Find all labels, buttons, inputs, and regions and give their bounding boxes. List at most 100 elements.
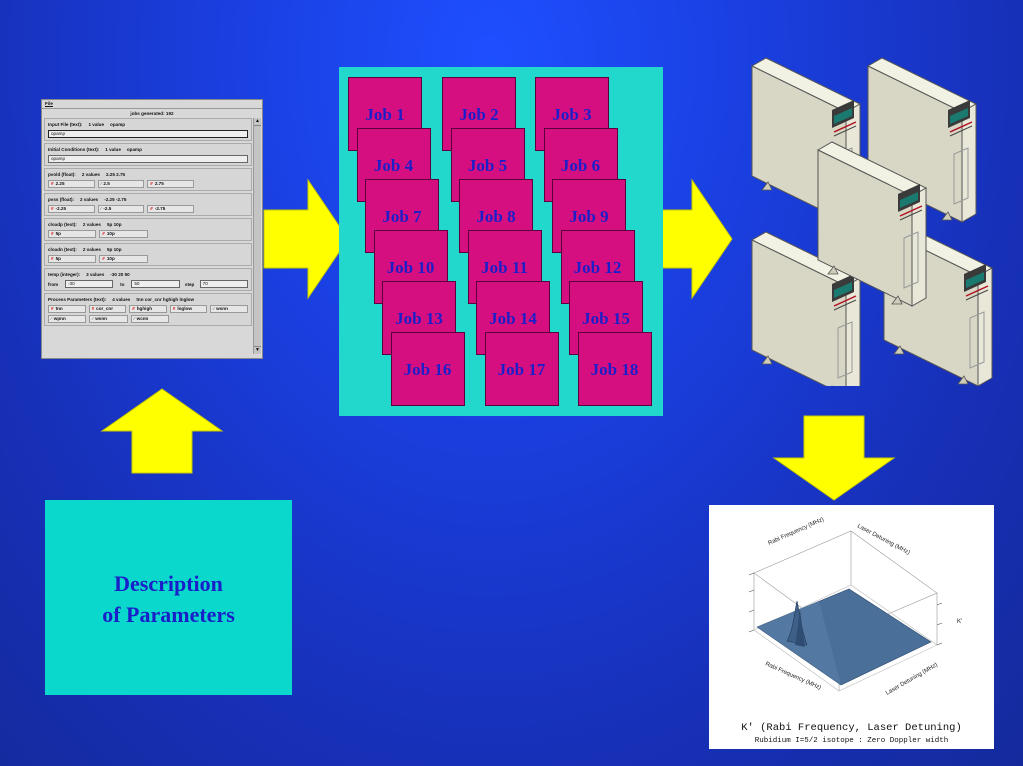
chip-label: wpnn [53, 316, 66, 321]
value-toggle[interactable]: ⁄wcnn [130, 315, 170, 323]
arrow-right-icon [263, 178, 349, 300]
section-process-parameters: Process Parameters (text): 4 values tnn co… [44, 293, 252, 326]
value-toggle[interactable]: #cor_cnr [88, 305, 127, 313]
chip-label: wsnn [216, 306, 228, 311]
section-label: pvold (float): [48, 172, 76, 177]
value-toggle[interactable]: #5p [48, 255, 97, 263]
job-card: Job 16 [390, 332, 465, 406]
section-count: 4 values [112, 297, 131, 302]
chip-label: 5p [55, 231, 61, 236]
chip-label: -2.25 [55, 206, 67, 211]
section-value: 5p 10p [106, 222, 122, 227]
step-label: step [184, 281, 195, 287]
value-toggle[interactable]: #10p [99, 230, 148, 238]
compute-servers [751, 57, 993, 386]
value-toggle[interactable]: #2.25 [48, 180, 95, 188]
section-label: pvss (float): [48, 197, 75, 202]
value-toggle[interactable]: #-2.75 [147, 205, 194, 213]
checked-marker-icon: # [102, 231, 105, 236]
input-file-field[interactable]: opamp [48, 130, 248, 138]
section-pvold: pvold (float): 2 values 2.25 2.75 #2.25 ⁄2… [44, 168, 252, 191]
plot-title: K' (Rabi Frequency, Laser Detuning) [741, 722, 962, 734]
scroll-down-icon[interactable]: ▼ [254, 346, 261, 353]
section-value: opamp [126, 147, 142, 152]
axis-laser-label: Laser Detuning (MHz) [856, 523, 911, 556]
description-line2: of Parameters [102, 601, 235, 627]
jobs-generated-label: jobs generated: 192 [130, 111, 174, 116]
arrow-up-icon [100, 388, 224, 474]
section-label: Initial Conditions (text): [48, 147, 100, 152]
chip-label: lnglow [177, 306, 192, 311]
initial-conditions-field[interactable]: opamp [48, 155, 248, 163]
menu-file[interactable]: File [42, 100, 262, 109]
unchecked-marker-icon: ⁄ [213, 306, 215, 311]
section-label: cloadn (text): [48, 247, 77, 252]
value-toggle[interactable]: ⁄wsnn [89, 315, 128, 323]
section-value: tnn cor_cnr hghigh lnglow [136, 297, 195, 302]
checked-marker-icon: # [150, 181, 153, 186]
chip-label: hghigh [136, 306, 153, 311]
section-label: cloadp (text): [48, 222, 77, 227]
chip-label: 10p [106, 256, 115, 261]
value-toggle[interactable]: ⁄2.5 [97, 180, 145, 188]
section-count: 3 values [86, 272, 105, 277]
section-label: temp (integer): [48, 272, 81, 277]
value-toggle[interactable]: #hghigh [129, 305, 167, 313]
chip-label: 2.5 [103, 181, 110, 186]
chip-label: tnn [55, 306, 63, 311]
scroll-up-icon[interactable]: ▲ [254, 118, 261, 126]
checked-marker-icon: # [102, 256, 105, 261]
unchecked-marker-icon: ⁄ [133, 316, 135, 321]
value-toggle[interactable]: #5p [48, 230, 97, 238]
result-plot: Rabi Frequency (MHz) Laser Detuning (MHz… [709, 505, 994, 749]
value-toggle[interactable]: #2.75 [147, 180, 194, 188]
chip-label: -2.75 [154, 206, 166, 211]
axis-k-label: K' [957, 619, 962, 625]
value-toggle[interactable]: #-2.25 [48, 205, 95, 213]
temp-from-input[interactable]: -30 [65, 280, 114, 288]
checked-marker-icon: # [150, 206, 153, 211]
temp-to-input[interactable]: 50 [131, 280, 180, 288]
gui-scrollbar[interactable]: ▲ ▼ [253, 118, 261, 354]
surface-plot: Rabi Frequency (MHz) Laser Detuning (MHz… [748, 517, 962, 697]
value-toggle[interactable]: ⁄-2.5 [97, 205, 145, 213]
section-count: 2 values [82, 222, 101, 227]
temp-step-input[interactable]: 70 [199, 280, 248, 288]
axis-rabi-label: Rabi Frequency (MHz) [767, 517, 825, 547]
unchecked-marker-icon: ⁄ [100, 181, 102, 186]
section-cloadp: cloadp (text): 2 values 5p 10p #5p #10p [44, 218, 252, 241]
unchecked-marker-icon: ⁄ [92, 316, 94, 321]
description-box: Description of Parameters [45, 500, 292, 695]
chip-label: 2.75 [154, 181, 164, 186]
checked-marker-icon: # [172, 306, 176, 311]
chip-label: wsnn [95, 316, 107, 321]
value-toggle[interactable]: ⁄wsnn [210, 305, 248, 313]
section-initial-conditions: Initial Conditions (text): 1 value opamp o… [44, 143, 252, 166]
checked-marker-icon: # [51, 181, 54, 186]
plot-subtitle: Rubidium I=5/2 isotope : Zero Doppler wi… [754, 737, 949, 745]
value-toggle[interactable]: #10p [99, 255, 148, 263]
section-label: Input File (text): [48, 122, 83, 127]
checked-marker-icon: # [51, 231, 54, 236]
checked-marker-icon: # [132, 306, 135, 311]
section-count: 2 values [82, 247, 101, 252]
section-count: 1 value [105, 147, 121, 152]
chip-label: wcnn [136, 316, 149, 321]
section-cloadn: cloadn (text): 2 values 5p 10p #5p #10p [44, 243, 252, 266]
value-toggle[interactable]: #lnglow [169, 305, 208, 313]
job-card: Job 17 [484, 332, 559, 406]
section-value: opamp [110, 122, 126, 127]
section-count: 2 values [81, 172, 100, 177]
section-label: Process Parameters (text): [48, 297, 107, 302]
chip-label: 5p [55, 256, 61, 261]
arrow-down-icon [772, 415, 896, 501]
section-temp: temp (integer):3 values-30 20 50 from -3… [44, 268, 252, 291]
checked-marker-icon: # [51, 256, 54, 261]
value-toggle[interactable]: #tnn [48, 305, 86, 313]
chip-label: 2.25 [55, 181, 65, 186]
description-line1: Description [114, 570, 223, 596]
value-toggle[interactable]: ⁄wpnn [48, 315, 87, 323]
section-pvss: pvss (float):2 values-2.25 -2.75 #-2.25 … [44, 193, 252, 216]
